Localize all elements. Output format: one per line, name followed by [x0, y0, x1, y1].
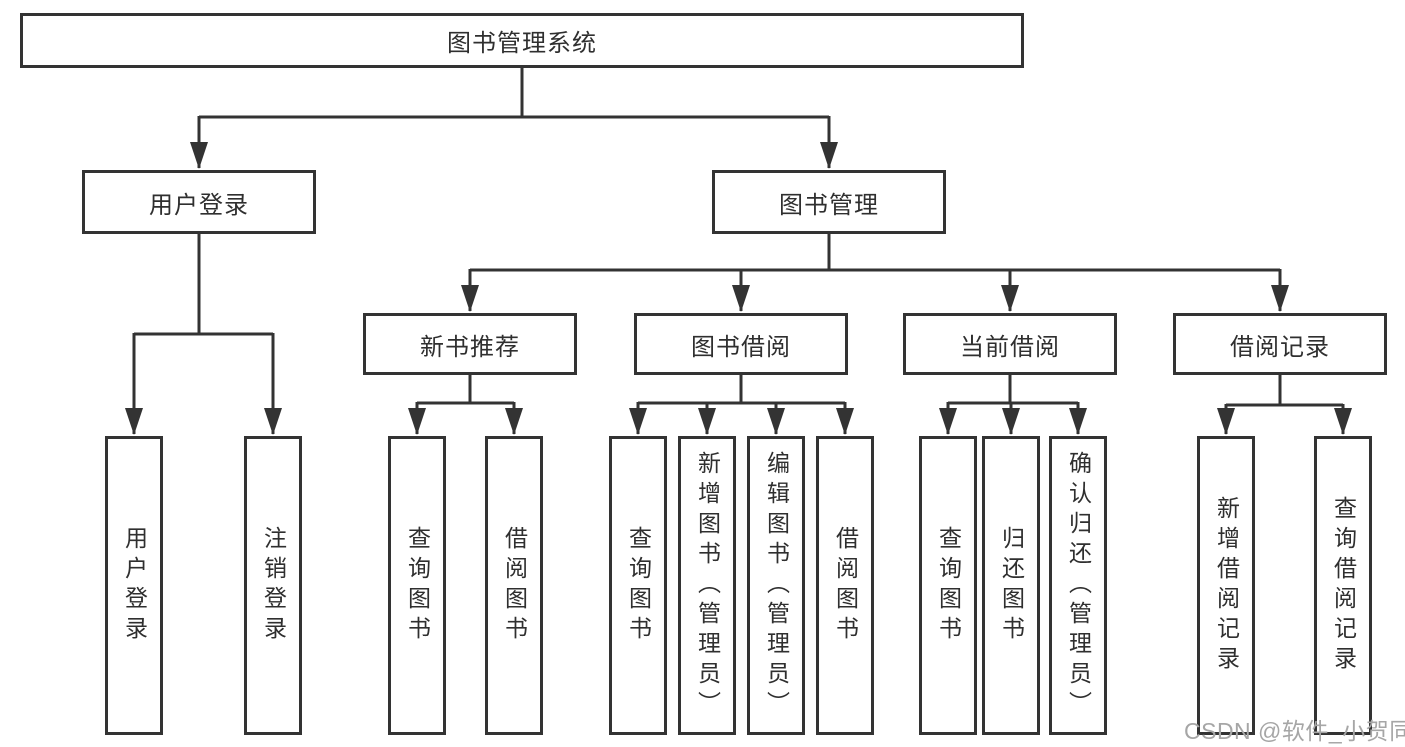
leaf-query-books-recommend: 查询图书 [388, 436, 446, 735]
node-root-system: 图书管理系统 [20, 13, 1024, 68]
leaf-borrow-books-recommend: 借阅图书 [485, 436, 543, 735]
leaf-edit-book-admin-label: 编辑图书（管理员） [763, 450, 790, 721]
leaf-query-borrow-record-label: 查询借阅记录 [1330, 495, 1357, 676]
leaf-confirm-return-admin-label: 确认归还（管理员） [1065, 450, 1092, 721]
leaf-user-login: 用户登录 [105, 436, 163, 735]
leaf-confirm-return-admin: 确认归还（管理员） [1049, 436, 1107, 735]
node-book-borrowing-label: 图书借阅 [691, 333, 791, 361]
leaf-user-login-label: 用户登录 [121, 525, 148, 646]
node-borrow-records-label: 借阅记录 [1230, 333, 1330, 361]
leaf-logout: 注销登录 [244, 436, 302, 735]
leaf-return-book: 归还图书 [982, 436, 1040, 735]
leaf-borrow-books-borrowing-label: 借阅图书 [832, 525, 859, 646]
leaf-add-borrow-record-label: 新增借阅记录 [1213, 495, 1240, 676]
node-current-borrowing: 当前借阅 [903, 313, 1117, 375]
node-book-borrowing: 图书借阅 [634, 313, 848, 375]
leaf-query-books-borrowing: 查询图书 [609, 436, 667, 735]
leaf-query-books-current: 查询图书 [919, 436, 977, 735]
leaf-query-books-recommend-label: 查询图书 [404, 525, 431, 646]
leaf-edit-book-admin: 编辑图书（管理员） [747, 436, 805, 735]
leaf-query-books-borrowing-label: 查询图书 [625, 525, 652, 646]
node-borrow-records: 借阅记录 [1173, 313, 1387, 375]
node-user-login: 用户登录 [82, 170, 316, 234]
leaf-add-book-admin-label: 新增图书（管理员） [694, 450, 721, 721]
leaf-add-borrow-record: 新增借阅记录 [1197, 436, 1255, 735]
leaf-query-books-current-label: 查询图书 [935, 525, 962, 646]
node-new-book-recommendation-label: 新书推荐 [420, 333, 520, 361]
node-user-login-label: 用户登录 [149, 191, 249, 219]
leaf-borrow-books-borrowing: 借阅图书 [816, 436, 874, 735]
node-new-book-recommendation: 新书推荐 [363, 313, 577, 375]
node-root-system-label: 图书管理系统 [447, 30, 597, 57]
node-book-management: 图书管理 [712, 170, 946, 234]
leaf-query-borrow-record: 查询借阅记录 [1314, 436, 1372, 735]
csdn-watermark: CSDN @软件_小贺同学 [1184, 718, 1405, 744]
node-current-borrowing-label: 当前借阅 [960, 333, 1060, 361]
leaf-return-book-label: 归还图书 [998, 525, 1025, 646]
leaf-logout-label: 注销登录 [260, 525, 287, 646]
node-book-management-label: 图书管理 [779, 191, 879, 219]
leaf-borrow-books-recommend-label: 借阅图书 [501, 525, 528, 646]
leaf-add-book-admin: 新增图书（管理员） [678, 436, 736, 735]
